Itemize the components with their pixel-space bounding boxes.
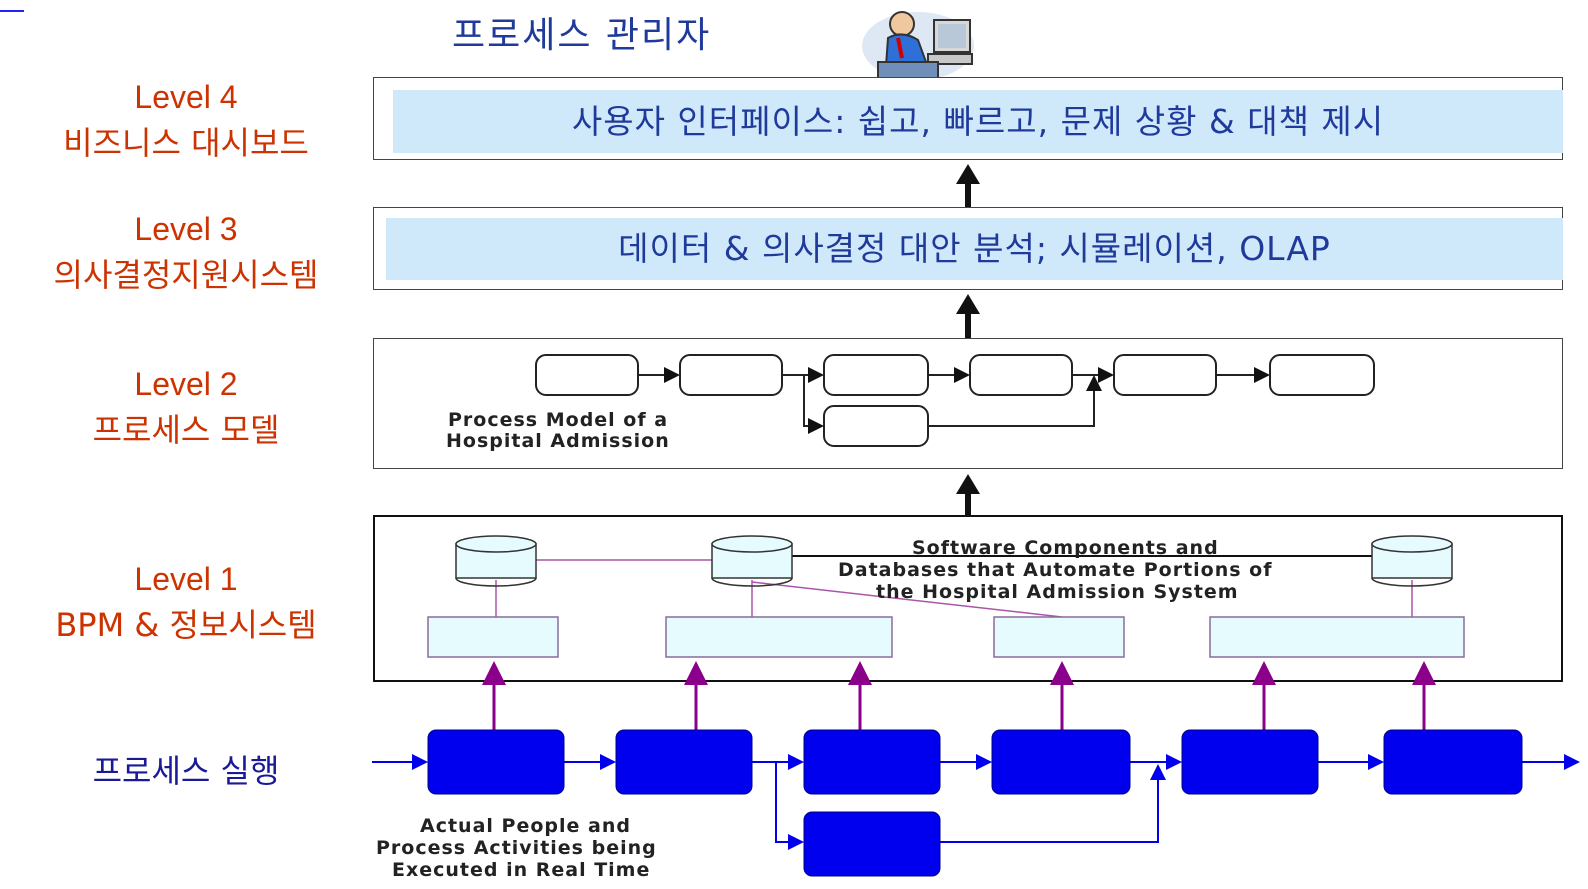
level-3-number: Level 3: [134, 211, 238, 247]
activity-blocks: [427, 729, 1523, 877]
level-3-label: Level 3 의사결정지원시스템: [0, 206, 372, 298]
person-at-computer-icon: [862, 11, 974, 81]
level-3-name: 의사결정지원시스템: [53, 256, 319, 294]
activity-6: [1383, 729, 1523, 795]
model-step-branch: [823, 405, 929, 447]
level-3-band: 데이터 & 의사결정 대안 분석; 시뮬레이션, OLAP: [386, 218, 1563, 280]
level-4-label: Level 4 비즈니스 대시보드: [0, 74, 372, 166]
actual-caption-2: Process Activities being: [376, 837, 657, 859]
process-model-connectors: [638, 367, 1270, 434]
database-cylinder-1: [455, 535, 537, 587]
level-1-name: BPM & 정보시스템: [55, 606, 317, 644]
model-step-1: [535, 354, 639, 396]
actual-caption-1: Actual People and: [420, 815, 631, 837]
level-2-label: Level 2 프로세스 모델: [0, 361, 372, 453]
activity-5: [1181, 729, 1319, 795]
component-4: [1209, 616, 1465, 658]
activity-3: [803, 729, 941, 795]
component-1: [427, 616, 559, 658]
activity-4: [991, 729, 1131, 795]
actual-caption-3: Executed in Real Time: [392, 859, 650, 881]
model-step-2: [679, 354, 783, 396]
process-model-caption-1: Process Model of a: [448, 409, 668, 431]
software-components: [427, 616, 1465, 658]
model-step-4: [969, 354, 1073, 396]
component-3: [993, 616, 1125, 658]
activity-1: [427, 729, 565, 795]
model-step-5: [1113, 354, 1217, 396]
level-4-number: Level 4: [134, 79, 238, 115]
level-4-name: 비즈니스 대시보드: [63, 124, 309, 162]
software-caption-2: Databases that Automate Portions of: [838, 559, 1273, 581]
database-cylinder-3: [1371, 535, 1453, 587]
software-caption-1: Software Components and: [912, 537, 1219, 559]
level-2-name: 프로세스 모델: [92, 411, 280, 449]
level-4-band: 사용자 인터페이스: 쉽고, 빠르고, 문제 상황 & 대책 제시: [393, 90, 1563, 153]
level-1-label: Level 1 BPM & 정보시스템: [0, 556, 372, 648]
execution-flow: [372, 754, 1580, 850]
process-execution-label: 프로세스 실행: [92, 752, 280, 790]
level-2-number: Level 2: [134, 366, 238, 402]
process-model-caption-2: Hospital Admission: [446, 430, 670, 452]
up-arrow-l2-l3: [956, 294, 980, 338]
up-arrow-l1-l2: [956, 474, 980, 515]
corner-link-mark[interactable]: [0, 0, 24, 12]
model-step-3: [823, 354, 929, 396]
activity-branch: [803, 811, 941, 877]
software-caption-3: the Hospital Admission System: [876, 581, 1239, 603]
model-step-6: [1269, 354, 1375, 396]
level-1-number: Level 1: [134, 561, 238, 597]
activity-to-component-links: [482, 661, 1436, 730]
database-cylinder-2: [711, 535, 793, 587]
component-2: [665, 616, 893, 658]
up-arrow-l3-l4: [956, 164, 980, 207]
process-manager-label: 프로세스 관리자: [452, 15, 712, 56]
activity-2: [615, 729, 753, 795]
